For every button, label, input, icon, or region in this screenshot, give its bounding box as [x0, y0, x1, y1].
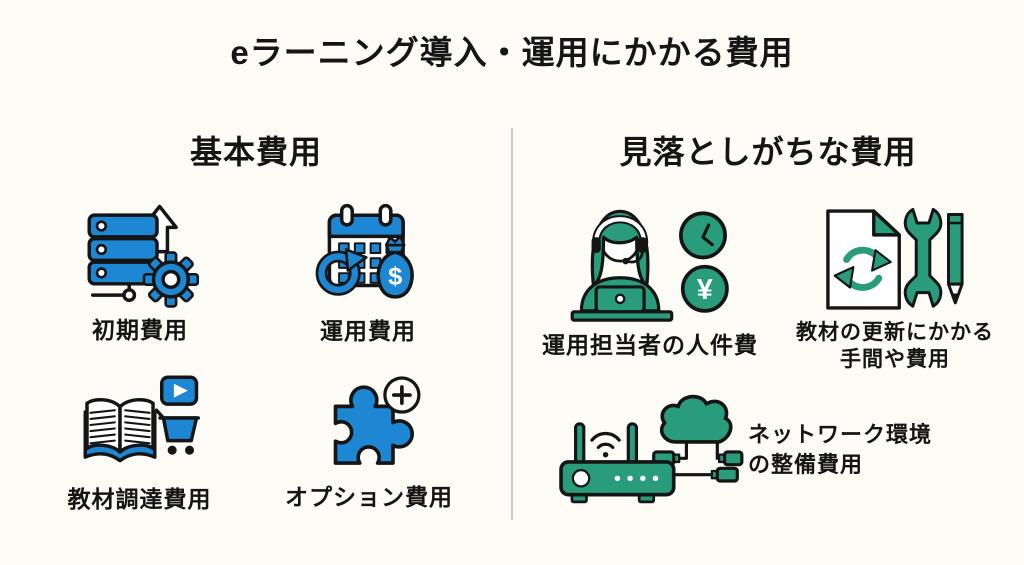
calendar-refresh-moneybag-icon: $ [315, 203, 414, 299]
cost-item-label: 運用担当者の人件費 [542, 332, 758, 358]
cost-item-option: オプション費用 [263, 374, 475, 512]
cost-item-operation: $ 運用費用 [262, 203, 474, 346]
book-video-cart-icon [83, 375, 200, 463]
operator-clock-yen-icon: ¥ [570, 209, 729, 322]
document-update-tools-icon [826, 207, 964, 310]
yen-glyph: ¥ [696, 274, 712, 306]
cost-item-label: 教材の更新にかかる 手間や費用 [796, 321, 994, 371]
section-divider [511, 128, 513, 520]
cost-item-label: 教材調達費用 [67, 486, 212, 512]
cost-item-label: 運用費用 [320, 318, 416, 344]
cost-item-label: ネットワーク環境 の整備費用 [748, 422, 933, 477]
router-cloud-icon [559, 394, 744, 504]
cost-item-label: オプション費用 [285, 484, 453, 510]
cost-item-network [548, 382, 744, 511]
section-header-basic: 基本費用 [189, 134, 322, 170]
cost-item-materials: 教材調達費用 [32, 372, 247, 514]
cost-item-staff: ¥ 運用担当者の人件費 [535, 202, 765, 360]
puzzle-plus-icon [333, 376, 420, 465]
cost-item-initial: 初期費用 [35, 203, 245, 345]
dollar-glyph: $ [388, 263, 402, 291]
cost-item-label: 初期費用 [92, 317, 188, 343]
page-title: eラーニング導入・運用にかかる費用 [230, 34, 794, 71]
cost-item-material-update: 教材の更新にかかる 手間や費用 [786, 206, 1004, 374]
section-header-overlooked: 見落としがちな費用 [619, 134, 917, 170]
server-upgrade-gear-icon [87, 204, 199, 308]
